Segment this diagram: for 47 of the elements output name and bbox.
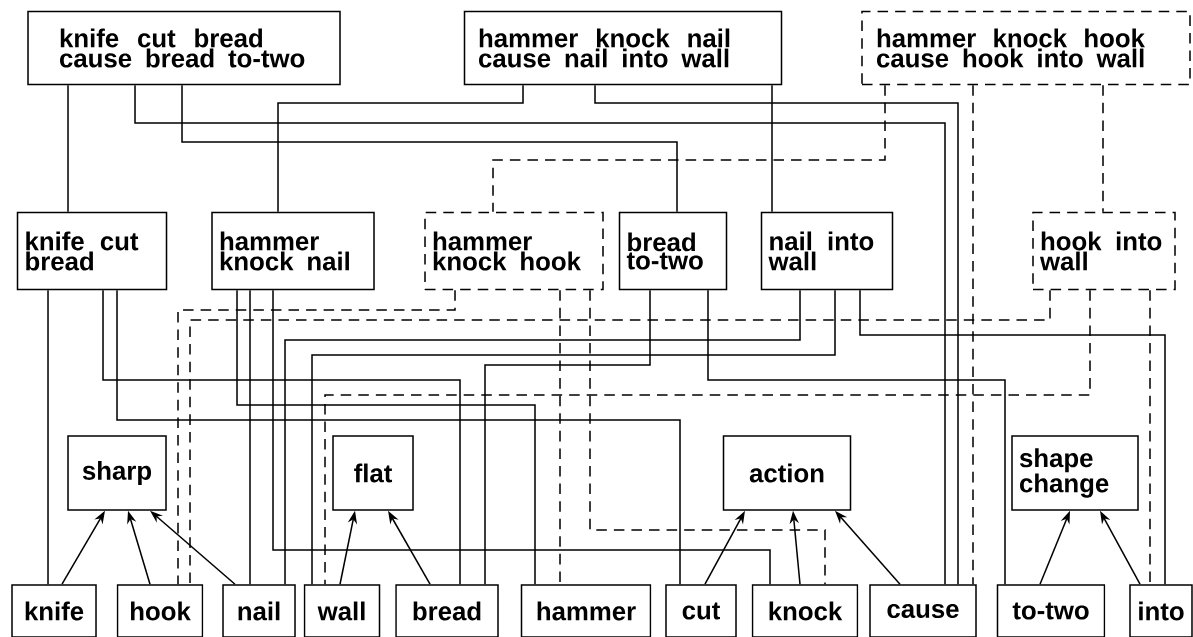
- connector-line: [277, 84, 524, 213]
- connector-line: [859, 289, 1166, 585]
- connector-line: [236, 289, 536, 585]
- connector-line: [972, 84, 974, 585]
- word-box: bread: [395, 584, 499, 637]
- connector-line: [324, 289, 1091, 585]
- word-box: knock: [751, 584, 859, 637]
- word-box: cause: [869, 584, 977, 637]
- connector-line: [134, 84, 946, 585]
- category-box: action: [722, 435, 852, 511]
- concept-box: hammer knock nail: [211, 211, 375, 291]
- dashed-concept-box: hook into wall: [1032, 211, 1176, 291]
- connector-line: [589, 289, 826, 585]
- dashed-concept-box: hammer knock hook cause hook into wall: [861, 10, 1191, 86]
- connector-line: [116, 289, 681, 585]
- connector-line: [594, 84, 959, 585]
- category-box: sharp: [67, 435, 167, 511]
- connector-line: [102, 289, 461, 585]
- word-box: knife: [11, 584, 97, 637]
- category-box: shape change: [1011, 435, 1139, 511]
- connector-line: [1149, 289, 1151, 585]
- concept-box: nail into wall: [760, 211, 894, 291]
- connector-line: [1102, 84, 1104, 213]
- word-box: hammer: [520, 584, 652, 637]
- connector-line: [47, 289, 49, 585]
- connector-line: [492, 84, 886, 213]
- connector-line: [67, 84, 69, 213]
- dashed-concept-box: hammer knock hook: [424, 211, 604, 291]
- concept-box: knife cut bread cause bread to-two: [27, 10, 341, 86]
- connector-line: [181, 84, 678, 213]
- connector-line: [249, 289, 251, 585]
- connector-line: [484, 289, 651, 585]
- word-box: hook: [116, 584, 204, 637]
- concept-box: hammer knock nail cause nail into wall: [463, 10, 783, 86]
- concept-box: knife cut bread: [16, 211, 168, 291]
- word-box: cut: [665, 584, 737, 637]
- category-box: flat: [332, 435, 414, 511]
- word-box: into: [1129, 584, 1193, 637]
- connector-line: [771, 84, 773, 213]
- connector-line: [177, 289, 456, 585]
- word-box: nail: [222, 584, 296, 637]
- connector-line: [707, 289, 1006, 585]
- concept-box: bread to-two: [618, 211, 728, 291]
- word-box: to-two: [996, 584, 1106, 637]
- connector-line: [559, 289, 561, 585]
- connector-line: [189, 289, 1051, 585]
- word-box: wall: [303, 584, 381, 637]
